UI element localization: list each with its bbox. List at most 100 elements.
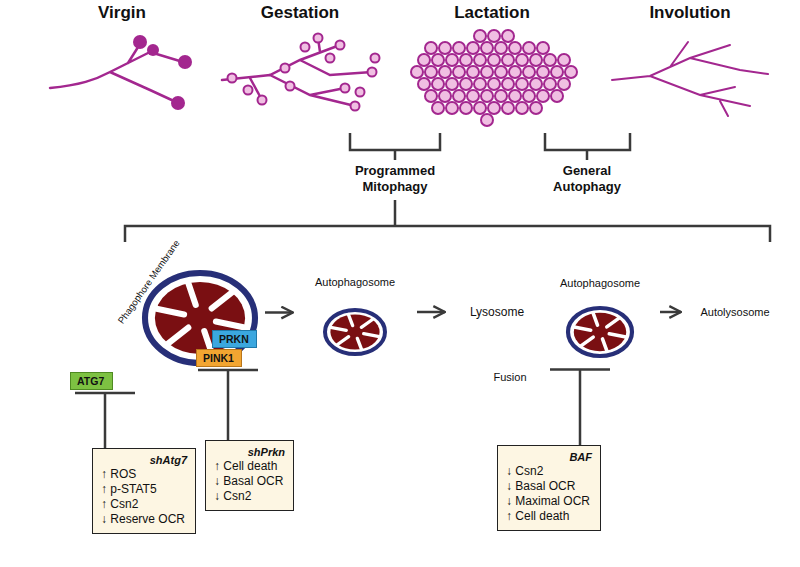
alveolus xyxy=(446,102,458,114)
alveolus xyxy=(432,54,444,66)
effect-item: ↑ Cell death xyxy=(214,459,285,474)
structure-label: Autophagosome xyxy=(315,276,395,289)
alveolus xyxy=(467,90,479,102)
alveolus xyxy=(432,102,444,114)
crista xyxy=(361,319,372,327)
outer-membrane xyxy=(325,310,385,354)
alveolus xyxy=(286,82,295,91)
alveolus xyxy=(474,78,486,90)
alveolus xyxy=(495,42,507,54)
alveolus xyxy=(467,66,479,78)
alveolus xyxy=(467,42,479,54)
alveolus xyxy=(558,54,570,66)
structure-label: Autolysosome xyxy=(700,306,769,319)
alveolus xyxy=(341,84,350,93)
alveoli-group xyxy=(228,30,578,126)
gland-outline xyxy=(210,30,390,125)
alveolus xyxy=(495,90,507,102)
alveolus xyxy=(460,102,472,114)
node-outline xyxy=(402,30,582,125)
mitochondrion xyxy=(325,310,385,354)
alveolus xyxy=(301,43,310,52)
alveolus xyxy=(481,90,493,102)
effect-item: ↓ Basal OCR xyxy=(214,474,285,489)
alveolus xyxy=(453,42,465,54)
alveolus xyxy=(258,96,267,105)
alveolus xyxy=(488,54,500,66)
alveolus xyxy=(474,30,486,42)
alveolus xyxy=(502,102,514,114)
lysosome-outline xyxy=(448,263,546,361)
structure-label: Autophagosome xyxy=(560,277,640,290)
alveolus xyxy=(453,66,465,78)
effect-item: ↓ Reserve OCR xyxy=(101,512,187,527)
terminal-bud xyxy=(178,55,192,69)
treatment-label: BAF xyxy=(506,450,592,464)
alveolus xyxy=(439,66,451,78)
crista xyxy=(212,292,233,309)
alveolus xyxy=(481,66,493,78)
bud-group xyxy=(133,35,192,110)
alveolus xyxy=(481,42,493,54)
autolysosome-circle: Autolysosome xyxy=(683,260,787,364)
node-outline xyxy=(37,30,207,125)
alveolus xyxy=(481,114,493,126)
vesicle-circle: Autophagosome xyxy=(295,252,415,372)
lysosome-circle: Lysosome xyxy=(447,262,547,362)
alveolus xyxy=(228,74,237,83)
alveolus xyxy=(351,102,360,111)
alveolus xyxy=(544,54,556,66)
stage-title: Virgin xyxy=(37,3,207,23)
alveolus xyxy=(537,42,549,54)
alveolus xyxy=(411,66,423,78)
effect-box: BAF↓ Csn2↓ Basal OCR↓ Maximal OCR↑ Cell … xyxy=(497,445,601,531)
alveolus xyxy=(516,102,528,114)
alveolus xyxy=(551,66,563,78)
phagophore: Phagophore Membrane xyxy=(118,230,263,395)
alveolus xyxy=(530,78,542,90)
protein-tag: PINK1 xyxy=(196,349,242,367)
inner-outline xyxy=(303,260,407,364)
alveolus xyxy=(523,66,535,78)
crista xyxy=(607,318,619,327)
alveolus xyxy=(474,54,486,66)
terminal-bud xyxy=(133,35,147,49)
node-outline xyxy=(118,230,263,395)
alveolus xyxy=(326,54,335,63)
stage-ellipse: Gestation xyxy=(210,30,390,125)
bracket xyxy=(125,200,770,242)
crista xyxy=(602,339,606,351)
gland-outline xyxy=(600,30,780,125)
alveolus xyxy=(509,90,521,102)
alveolus xyxy=(537,66,549,78)
gland-outline xyxy=(37,30,207,125)
treatment-label: shPrkn xyxy=(214,445,285,459)
effect-item: ↓ Maximal OCR xyxy=(506,494,592,509)
matrix xyxy=(330,314,379,349)
alveolus xyxy=(523,42,535,54)
alveolus xyxy=(516,78,528,90)
alveolus xyxy=(425,42,437,54)
node-outline xyxy=(210,30,390,125)
crista xyxy=(167,328,188,345)
bracket xyxy=(350,133,440,160)
process-arrow xyxy=(265,311,293,314)
crista xyxy=(593,313,597,325)
alveolus xyxy=(446,54,458,66)
gland-outline xyxy=(402,30,582,125)
alveolus xyxy=(244,86,253,95)
alveolus xyxy=(418,54,430,66)
alveolus xyxy=(336,41,345,50)
alveolus xyxy=(425,66,437,78)
alveolus xyxy=(502,54,514,66)
autolysosome-outline xyxy=(685,262,785,362)
inhibition-line xyxy=(75,393,135,448)
alveolus xyxy=(537,90,549,102)
stage-title: Gestation xyxy=(210,3,390,23)
stage-title: Involution xyxy=(600,3,780,23)
alveolus xyxy=(371,54,380,63)
alveolus xyxy=(474,102,486,114)
alveolus xyxy=(281,64,290,73)
alveolus xyxy=(488,30,500,42)
